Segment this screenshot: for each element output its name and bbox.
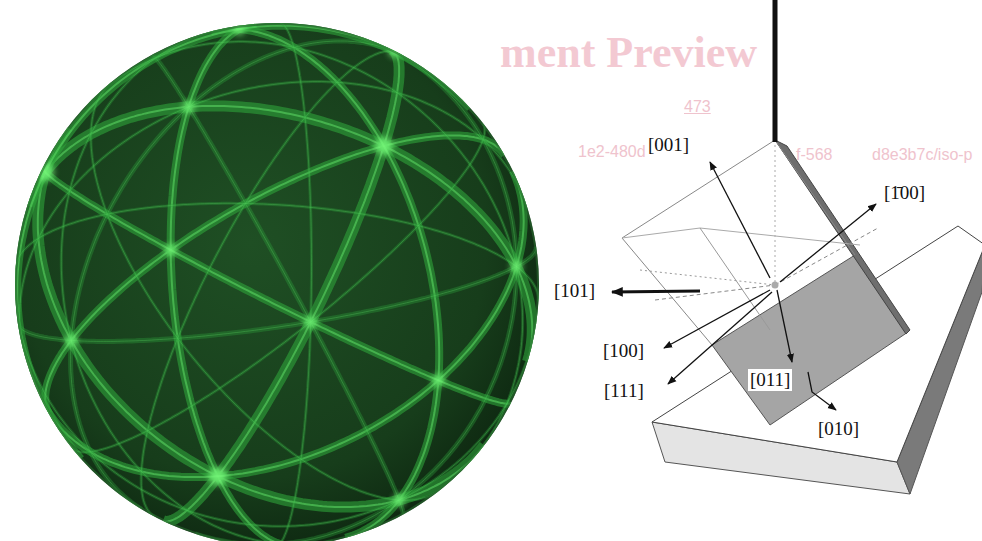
direction-arrow xyxy=(710,162,770,278)
direction-label: [100] xyxy=(601,340,646,362)
kikuchi-band xyxy=(86,42,522,462)
direction-label: [101] xyxy=(552,280,597,302)
kikuchi-band xyxy=(16,203,539,301)
watermark-text: 1e2-480d xyxy=(578,143,646,161)
kikuchi-band xyxy=(141,51,398,517)
sphere-body xyxy=(15,23,539,541)
zone-axis-spot xyxy=(375,137,393,155)
direction-arrow xyxy=(612,291,700,292)
zone-axis-spot xyxy=(233,23,245,35)
watermark-text: 473 xyxy=(684,98,711,116)
crystal-outline xyxy=(700,228,770,330)
zone-axis-spot xyxy=(510,261,522,273)
direction-label: [011] xyxy=(748,369,792,391)
dotted-axis xyxy=(775,140,776,285)
zone-axis-spot xyxy=(209,467,227,485)
kikuchi-band-edge xyxy=(16,203,539,301)
sphere-rim xyxy=(16,24,538,541)
kikuchi-band-edge xyxy=(27,106,532,362)
block-top-face xyxy=(652,226,982,462)
crystal-outline xyxy=(622,228,860,245)
dotted-line xyxy=(640,270,775,285)
watermark-text: ment Preview xyxy=(500,28,757,79)
kikuchi-bands xyxy=(15,23,538,541)
zone-axis-spot xyxy=(305,316,317,328)
zone-axis-spot xyxy=(393,494,405,506)
kikuchi-band xyxy=(61,30,333,541)
kikuchi-band xyxy=(91,82,442,500)
kikuchi-band-edge xyxy=(15,265,538,527)
direction-label: [010] xyxy=(816,418,861,440)
dashed-line xyxy=(775,228,878,285)
kikuchi-band xyxy=(211,29,439,538)
direction-arrow xyxy=(808,372,836,410)
direction-label: [111] xyxy=(602,380,646,402)
kikuchi-band-edge xyxy=(141,51,398,517)
zone-axis-spot xyxy=(65,334,77,346)
kikuchi-band xyxy=(71,41,410,509)
direction-arrow xyxy=(780,204,876,282)
zone-axis-spot xyxy=(183,101,195,113)
kikuchi-band xyxy=(195,38,516,541)
kikuchi-band xyxy=(72,123,485,452)
kikuchi-band-edge xyxy=(195,38,516,541)
kikuchi-band xyxy=(27,106,532,362)
zone-axis-spot xyxy=(165,244,177,256)
direction-arrow xyxy=(777,290,792,362)
kikuchi-band-edge xyxy=(151,55,403,515)
direction-arrow xyxy=(664,290,770,348)
kikuchi-band xyxy=(151,55,403,515)
watermark-text: d8e3b7c/iso-p xyxy=(872,146,973,164)
crystal-outline xyxy=(622,140,855,345)
center-dot xyxy=(772,282,779,289)
kikuchi-band xyxy=(15,265,538,527)
direction-label: [1̄00] xyxy=(882,182,927,204)
direction-label: [001] xyxy=(646,134,691,156)
crystal-face xyxy=(712,255,908,425)
kikuchi-band-edge xyxy=(86,42,522,462)
kikuchi-band-edge xyxy=(72,123,485,452)
zone-axis-spot xyxy=(432,374,444,386)
kikuchi-band-edge xyxy=(71,41,410,509)
watermark-text: f-568 xyxy=(796,146,832,164)
kikuchi-band-edge xyxy=(61,30,333,541)
holder-rod xyxy=(773,0,778,142)
kikuchi-band-edge xyxy=(211,29,439,538)
kikuchi-band-edge xyxy=(91,82,442,500)
